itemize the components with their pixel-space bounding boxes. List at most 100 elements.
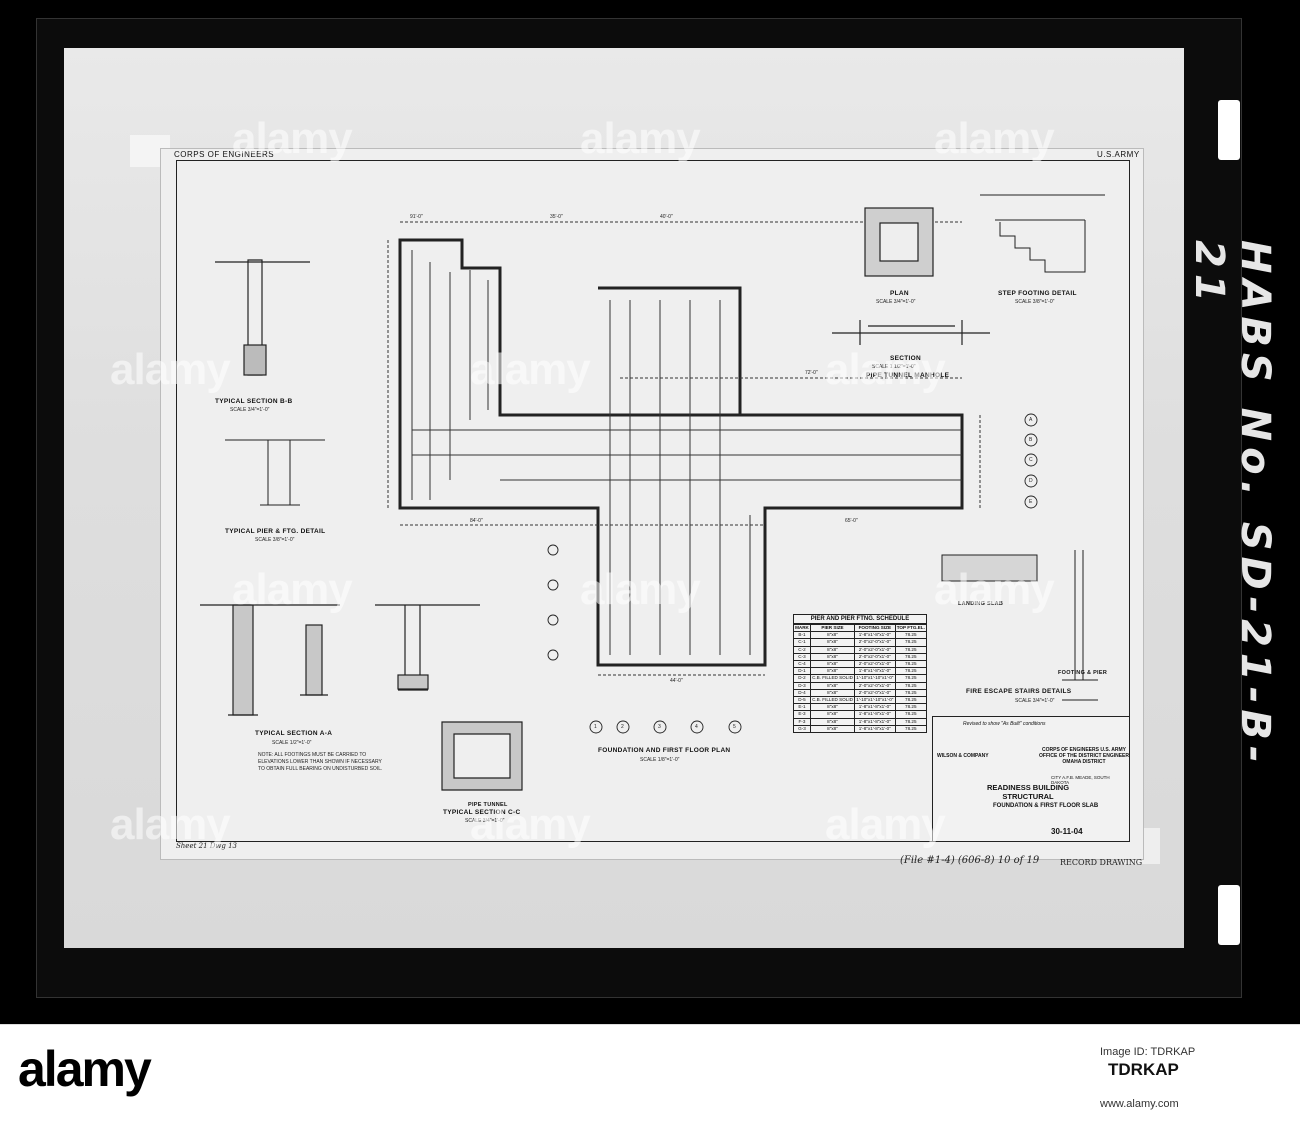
drawing-number: 30-11-04 — [1051, 827, 1083, 836]
scale-fire-escape: SCALE 3/4"=1'-0" — [1015, 698, 1055, 704]
schedule-cell: 78.25 — [894, 724, 928, 734]
title-block: Revised to show "As Built" conditions WI… — [932, 716, 1130, 842]
schedule-cell: 78.25 — [894, 631, 928, 640]
stock-logo[interactable]: alamy — [18, 1041, 152, 1097]
scale-section-bb: SCALE 3/4"=1'-0" — [230, 407, 270, 413]
schedule-cell: 78.25 — [894, 674, 928, 683]
schedule-cell: 1'-10"x1'-10"x1'-0" — [854, 696, 896, 705]
schedule-cell: 78.25 — [894, 696, 928, 705]
record-drawing-stamp: RECORD DRAWING — [1060, 858, 1143, 867]
section-aa-slab — [200, 604, 340, 716]
schedule-cell: 1'-8"x1'-8"x1'-0" — [854, 667, 896, 676]
schedule-cell: D-1 — [793, 667, 811, 676]
schedule-header-row: MARK PIER SIZE FOOTING SIZE TOP FTG.EL. — [793, 623, 928, 633]
grid-col-1 — [589, 720, 603, 734]
section-bb-footing — [243, 344, 267, 376]
schedule-cell: F-3 — [793, 717, 811, 726]
watermark: alamy — [580, 114, 701, 163]
schedule-cell: 2'-0"x2'-0"x1'-0" — [854, 681, 896, 690]
schedule-cell: 8"x8" — [809, 681, 856, 690]
schedule-cell: C-2 — [793, 645, 811, 654]
grid-label-4: 4 — [695, 724, 698, 730]
scale-section-cc: SCALE 3/4"=1'-0" — [465, 818, 505, 824]
grid-label-c: C — [1029, 457, 1033, 463]
watermark: alamy — [580, 565, 701, 614]
grid-label-b: B — [1029, 437, 1033, 443]
pier-schedule-table: PIER AND PIER FTNG. SCHEDULE MARK PIER S… — [793, 614, 928, 734]
schedule-cell: 2'-0"x2'-0"x1'-0" — [854, 645, 896, 654]
watermark: alamy — [232, 565, 353, 614]
plan-dimension-lines — [387, 221, 981, 676]
watermark: alamy — [110, 345, 231, 394]
grid-label-2: 2 — [621, 724, 624, 730]
grid-col-4 — [690, 720, 704, 734]
section-aa-wall-left — [232, 604, 254, 716]
schedule-cell: D-2 — [793, 674, 811, 683]
schedule-cell: C-3 — [793, 652, 811, 662]
schedule-cell: 2'-0"x2'-0"x1'-0" — [854, 688, 896, 698]
title-pier-detail: TYPICAL PIER & FTG. DETAIL — [225, 528, 326, 535]
watermark: alamy — [470, 800, 591, 849]
schedule-cell: 8"x8" — [809, 710, 856, 719]
schedule-cell: D-4 — [793, 688, 811, 698]
landing-slab — [941, 554, 1038, 582]
schedule-cell: 8"x8" — [809, 660, 856, 669]
dimension-label: 91'-0" — [410, 214, 423, 220]
section-aa-pier — [397, 674, 429, 690]
schedule-cell: 78.25 — [894, 638, 928, 647]
grid-label-3: 3 — [658, 724, 661, 730]
plan-inner-lines — [411, 250, 962, 655]
schedule-header: MARK — [793, 623, 811, 633]
section-aa-detail-2 — [375, 604, 480, 691]
step-footing — [980, 194, 1105, 273]
stock-footer — [0, 1024, 1300, 1127]
title-section-bb: TYPICAL SECTION B-B — [215, 398, 293, 405]
drawing-border — [176, 160, 1130, 842]
schedule-cell: 78.25 — [894, 710, 928, 719]
schedule-cell: C-1 — [793, 638, 811, 647]
manhole-section — [832, 320, 990, 345]
scale-pier-detail: SCALE 3/8"=1'-0" — [255, 537, 295, 543]
watermark: alamy — [825, 345, 946, 394]
drawing-subtitle: FOUNDATION & FIRST FLOOR SLAB — [993, 803, 1099, 809]
scale-manhole-section: SCALE 1 1/2"=1'-0" — [872, 364, 916, 370]
schedule-cell: 78.25 — [894, 660, 928, 669]
image-id: TDRKAP — [1108, 1060, 1179, 1079]
grid-row-c — [1024, 453, 1038, 467]
handwritten-file-note: (File #1-4) (606-8) 10 of 19 — [900, 855, 1040, 866]
grid-label-d: D — [1029, 478, 1033, 484]
schedule-cell: 8"x8" — [809, 717, 856, 726]
schedule-cell: 78.25 — [894, 717, 928, 726]
stock-url[interactable]: www.alamy.com — [1100, 1098, 1179, 1110]
footing-note: NOTE: ALL FOOTINGS MUST BE CARRIED TO EL… — [258, 752, 383, 772]
schedule-cell: 8"x8" — [809, 667, 856, 676]
grid-row-h — [547, 614, 559, 626]
title-section-cc: TYPICAL SECTION C-C — [443, 809, 521, 816]
schedule-cell: 2'-0"x2'-0"x1'-0" — [854, 660, 896, 669]
grid-row-a — [1024, 413, 1038, 427]
drawing-title: READINESS BUILDING STRUCTURAL — [986, 783, 1070, 801]
watermark: alamy — [825, 800, 946, 849]
corps-office: CORPS OF ENGINEERS U.S. ARMY OFFICE OF T… — [1039, 747, 1130, 765]
grid-row-b — [1024, 433, 1038, 447]
scale-step-footing: SCALE 3/8"=1'-0" — [1015, 299, 1055, 305]
title-section-aa: TYPICAL SECTION A-A — [255, 730, 333, 737]
schedule-cell: 8"x8" — [809, 645, 856, 654]
dimension-label: 84'-0" — [470, 518, 483, 524]
schedule-cell: 1'-8"x1'-8"x1'-0" — [854, 724, 896, 734]
schedule-cell: 78.25 — [894, 645, 928, 654]
watermark: alamy — [934, 114, 1055, 163]
watermark: alamy — [934, 565, 1055, 614]
watermark: alamy — [470, 345, 591, 394]
project-location: CITY A.F.B. MEADE, SOUTH DAKOTA — [1051, 775, 1110, 785]
section-cc-tunnel — [441, 721, 523, 791]
